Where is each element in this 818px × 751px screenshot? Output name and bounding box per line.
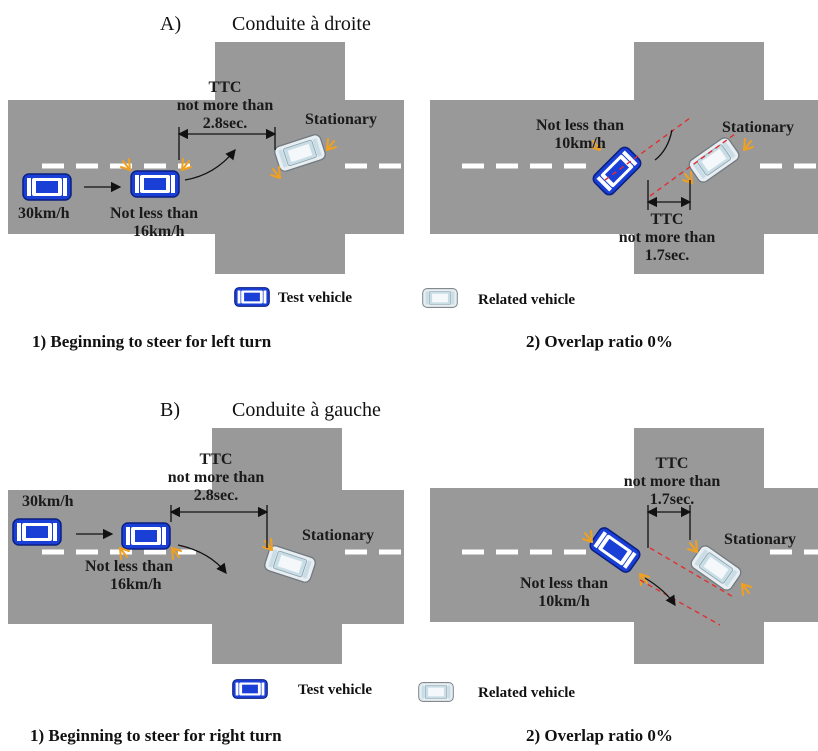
a-left-road [8, 42, 404, 274]
a-left-ttc-condition: not more than [177, 97, 274, 114]
b-right-turn-arrow [644, 577, 676, 607]
b-legend-test-vehicle-icon [232, 679, 268, 699]
b-right-caption: 2) Overlap ratio 0% [526, 726, 673, 745]
b-legend-related-label: Related vehicle [478, 685, 575, 701]
a-left-ttc-label: TTC [209, 79, 242, 96]
a-left-turn-arrow [184, 148, 236, 181]
a-legend-test-label: Test vehicle [278, 290, 352, 306]
b-right-ttc-ref-line-2 [649, 547, 736, 599]
b-right-speed-min-1: Not less than [520, 575, 608, 592]
section-a-letter: A) [160, 13, 181, 35]
a-right-speed-min-1: Not less than [536, 117, 624, 134]
b-right-ttc-value: 1.7sec. [650, 491, 694, 508]
a-left-stationary-label: Stationary [305, 111, 377, 128]
a-left-speed-min-2: 16km/h [133, 223, 185, 240]
b-left-speed-min-2: 16km/h [110, 576, 162, 593]
b-left-test-vehicle [121, 522, 171, 550]
b-right-speed-min-2: 10km/h [538, 593, 590, 610]
b-left-stationary-label: Stationary [302, 527, 374, 544]
b-left-caption: 1) Beginning to steer for right turn [30, 726, 282, 745]
a-right-ttc-value: 1.7sec. [645, 247, 689, 264]
b-left-turn-arrow [177, 544, 227, 575]
b-legend-test-label: Test vehicle [298, 682, 372, 698]
a-left-speed-initial: 30km/h [18, 205, 70, 222]
b-left-ttc-label: TTC [200, 451, 233, 468]
b-left-ttc-value: 2.8sec. [194, 487, 238, 504]
a-right-stationary-label: Stationary [722, 119, 794, 136]
a-left-caption: 1) Beginning to steer for left turn [32, 332, 272, 351]
a-right-ttc-condition: not more than [619, 229, 716, 246]
a-legend-related-label: Related vehicle [478, 292, 575, 308]
b-right-ttc-ref-line-1 [639, 579, 721, 626]
b-right-stationary-label: Stationary [724, 531, 796, 548]
a-right-turn-arrow [654, 129, 673, 161]
a-right-speed-min-2: 10km/h [554, 135, 606, 152]
section-b-title: Conduite à gauche [232, 399, 381, 421]
a-left-test-vehicle-start [22, 173, 72, 201]
b-left-ttc-condition: not more than [168, 469, 265, 486]
b-right-ttc-label: TTC [656, 455, 689, 472]
a-left-speed-min-1: Not less than [110, 205, 198, 222]
a-left-test-vehicle [130, 170, 180, 198]
section-a-title: Conduite à droite [232, 13, 371, 35]
a-legend-related-vehicle-icon [422, 288, 458, 308]
a-right-ttc-label: TTC [651, 211, 684, 228]
b-left-speed-initial: 30km/h [22, 493, 74, 510]
b-legend-related-vehicle-icon [418, 682, 454, 702]
b-right-ttc-condition: not more than [624, 473, 721, 490]
b-left-test-vehicle-start [12, 518, 62, 546]
section-b-letter: B) [160, 399, 180, 421]
a-legend-test-vehicle-icon [234, 287, 270, 307]
a-right-caption: 2) Overlap ratio 0% [526, 332, 673, 351]
b-left-speed-min-1: Not less than [85, 558, 173, 575]
a-left-ttc-value: 2.8sec. [203, 115, 247, 132]
